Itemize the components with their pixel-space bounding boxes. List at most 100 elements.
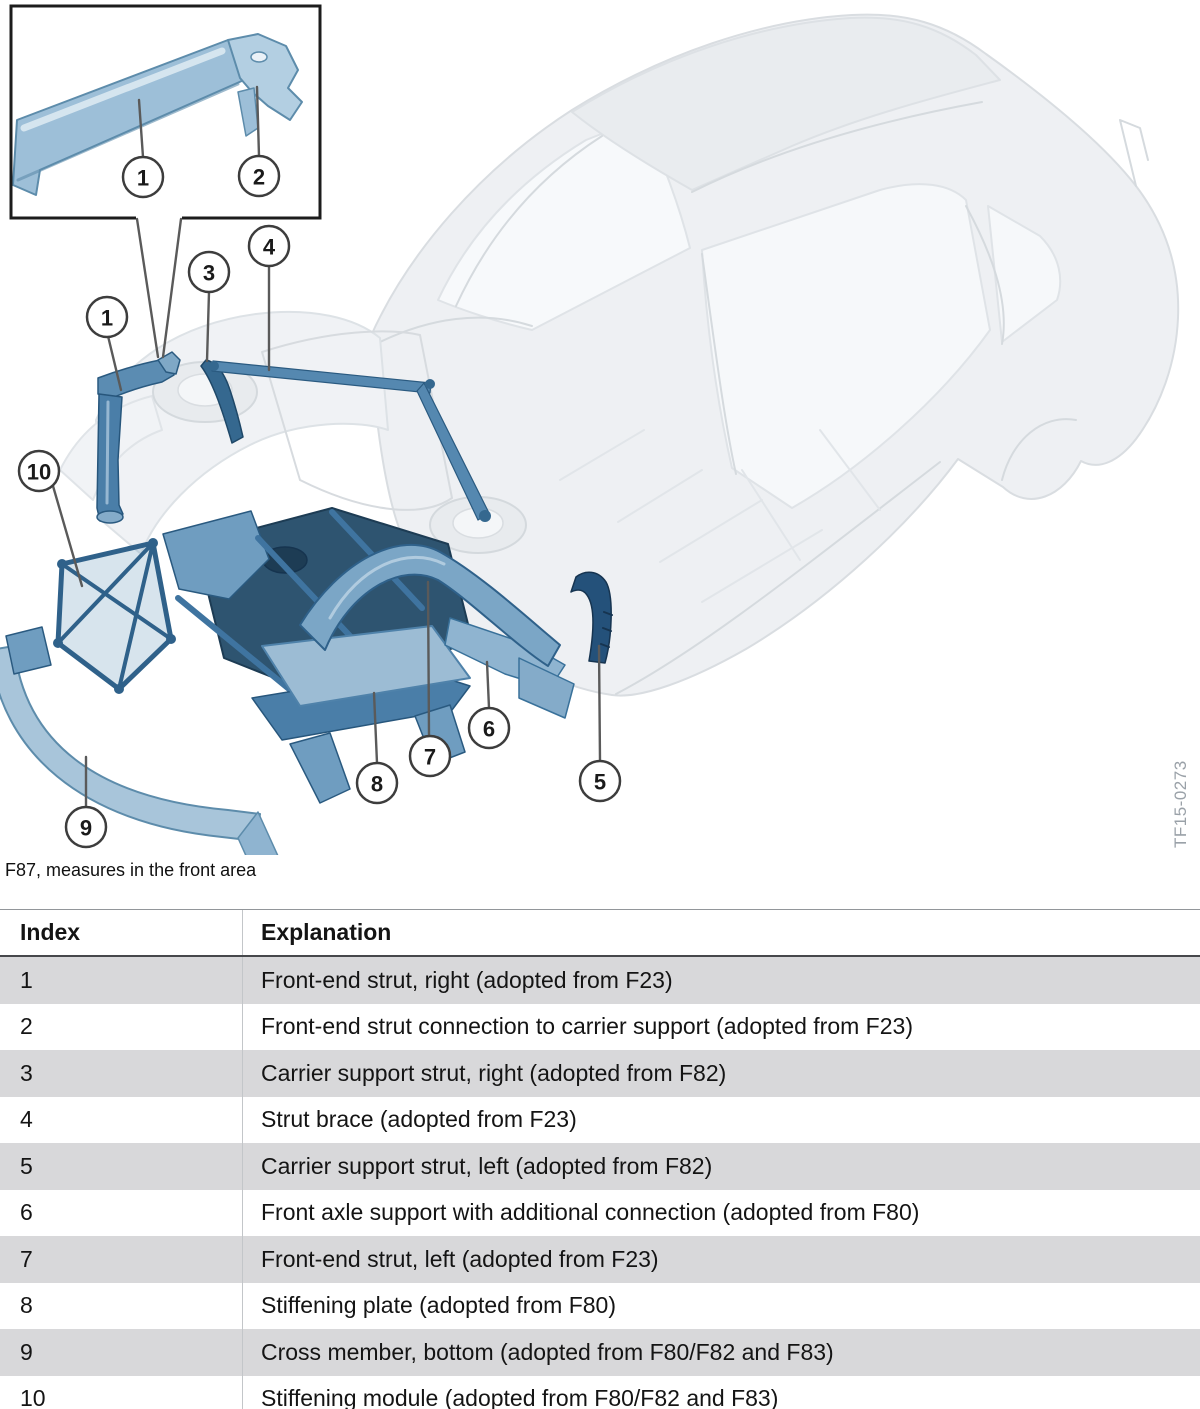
index-cell: 3	[0, 1050, 243, 1097]
callout-circle	[85, 295, 129, 339]
door-opening	[701, 183, 991, 509]
callout-circle	[187, 250, 231, 294]
callout-circle	[17, 449, 61, 493]
explanation-cell: Stiffening plate (adopted from F80)	[261, 1292, 617, 1319]
index-cell: 7	[0, 1236, 243, 1283]
floor-rib-lines	[559, 429, 881, 603]
table-row: 1 Front-end strut, right (adopted from F2…	[0, 957, 1200, 1004]
callout-circle	[408, 734, 452, 778]
table-row: 2 Front-end strut connection to carrier s…	[0, 1003, 1200, 1050]
inset-detail-box	[9, 4, 322, 220]
explanation-cell: Strut brace (adopted from F23)	[261, 1106, 577, 1133]
callout-main-10: 10	[17, 449, 61, 493]
callouts-layer: 1 2 1 3 4 10 9 8 7 6 5	[17, 154, 622, 849]
figure-f87-front-structure: 1 2 1 3 4 10 9 8 7 6 5 TF15-0273	[0, 4, 1190, 855]
front-blue-parts	[0, 351, 613, 855]
explanation-cell: Front-end strut, right (adopted from F23…	[261, 966, 673, 993]
table-row: 10 Stiffening module (adopted from F80/F8…	[0, 1375, 1200, 1409]
callout-main-3: 3	[187, 250, 231, 294]
part-10-stiffening-module	[53, 538, 176, 694]
index-cell: 10	[0, 1375, 243, 1409]
leader-line	[135, 217, 160, 359]
callout-inset-2: 2	[237, 154, 281, 198]
callout-label: 2	[253, 165, 265, 190]
index-cell: 5	[0, 1143, 243, 1190]
callout-main-8: 8	[355, 761, 399, 805]
callout-label: 10	[27, 460, 51, 485]
column-header-explanation: Explanation	[261, 919, 392, 945]
index-cell: 1	[0, 957, 243, 1004]
table-header-row: Index Explanation	[0, 910, 1200, 957]
figure-code-watermark: TF15-0273	[1171, 760, 1190, 848]
callout-circle	[578, 759, 622, 803]
leader-line	[597, 644, 602, 763]
table-row: 7 Front-end strut, left (adopted from F23…	[0, 1236, 1200, 1283]
callout-circle	[467, 706, 511, 750]
inset-strut-detail	[12, 33, 303, 196]
callout-label: 3	[203, 261, 215, 286]
table-row: 8 Stiffening plate (adopted from F80)	[0, 1282, 1200, 1329]
callout-label: 9	[80, 816, 92, 841]
table-body: 1 Front-end strut, right (adopted from F2…	[0, 957, 1200, 1409]
quarter-window-opening	[987, 205, 1062, 343]
callout-label: 8	[371, 772, 383, 797]
part-8-stiffening-plate	[261, 625, 471, 707]
callout-main-7: 7	[408, 734, 452, 778]
explanation-cell: Front-end strut, left (adopted from F23)	[261, 1245, 659, 1272]
callout-main-9: 9	[64, 805, 108, 849]
leader-line	[106, 334, 123, 392]
index-cell: 9	[0, 1329, 243, 1376]
explanation-cell: Front-end strut connection to carrier su…	[261, 1013, 913, 1040]
leader-line	[485, 660, 491, 710]
table-row: 9 Cross member, bottom (adopted from F80/…	[0, 1329, 1200, 1376]
body-structure-lines	[379, 101, 1149, 695]
part-4-strut-brace	[209, 360, 491, 522]
column-header-index: Index	[0, 910, 243, 955]
part-7-front-end-strut-left	[299, 543, 561, 667]
callout-main-4: 4	[247, 224, 291, 268]
inset-border	[9, 4, 322, 220]
table-row: 6 Front axle support with additional conn…	[0, 1189, 1200, 1236]
leader-line	[137, 98, 145, 159]
parts-table: Index Explanation 1 Front-end strut, righ…	[0, 909, 1200, 1409]
table-row: 4 Strut brace (adopted from F23)	[0, 1096, 1200, 1143]
index-cell: 4	[0, 1096, 243, 1143]
index-cell: 2	[0, 1003, 243, 1050]
leader-line	[372, 691, 379, 765]
part-3-carrier-support-strut-right	[200, 359, 244, 444]
callout-main-5: 5	[578, 759, 622, 803]
index-cell: 6	[0, 1189, 243, 1236]
callout-label: 6	[483, 717, 495, 742]
callout-label: 1	[101, 306, 113, 331]
table-row: 3 Carrier support strut, right (adopted f…	[0, 1050, 1200, 1097]
callout-label: 7	[424, 745, 436, 770]
leader-line	[205, 290, 211, 363]
figure-caption: F87, measures in the front area	[5, 860, 257, 880]
explanation-cell: Carrier support strut, right (adopted fr…	[261, 1059, 727, 1086]
callout-circle	[355, 761, 399, 805]
callout-circle	[237, 154, 281, 198]
callout-label: 1	[137, 166, 149, 191]
leader-line	[426, 580, 431, 738]
explanation-cell: Cross member, bottom (adopted from F80/F…	[261, 1338, 834, 1365]
part-5-carrier-support-strut-left	[570, 571, 613, 664]
index-cell: 8	[0, 1282, 243, 1329]
callout-circle	[247, 224, 291, 268]
part-9-cross-member-bottom	[0, 626, 279, 855]
callout-label: 5	[594, 770, 606, 795]
leader-lines-layer	[51, 85, 602, 808]
callout-circle	[64, 805, 108, 849]
leader-line	[161, 217, 183, 359]
callout-inset-1: 1	[121, 155, 165, 199]
callout-main-6: 6	[467, 706, 511, 750]
explanation-cell: Front axle support with additional conne…	[261, 1199, 920, 1226]
callout-main-1: 1	[85, 295, 129, 339]
leader-line	[255, 85, 261, 158]
explanation-cell: Stiffening module (adopted from F80/F82 …	[261, 1385, 779, 1409]
roof-panel	[571, 16, 1001, 191]
leader-line	[51, 484, 84, 588]
callout-label: 4	[263, 235, 276, 260]
callout-circle	[121, 155, 165, 199]
